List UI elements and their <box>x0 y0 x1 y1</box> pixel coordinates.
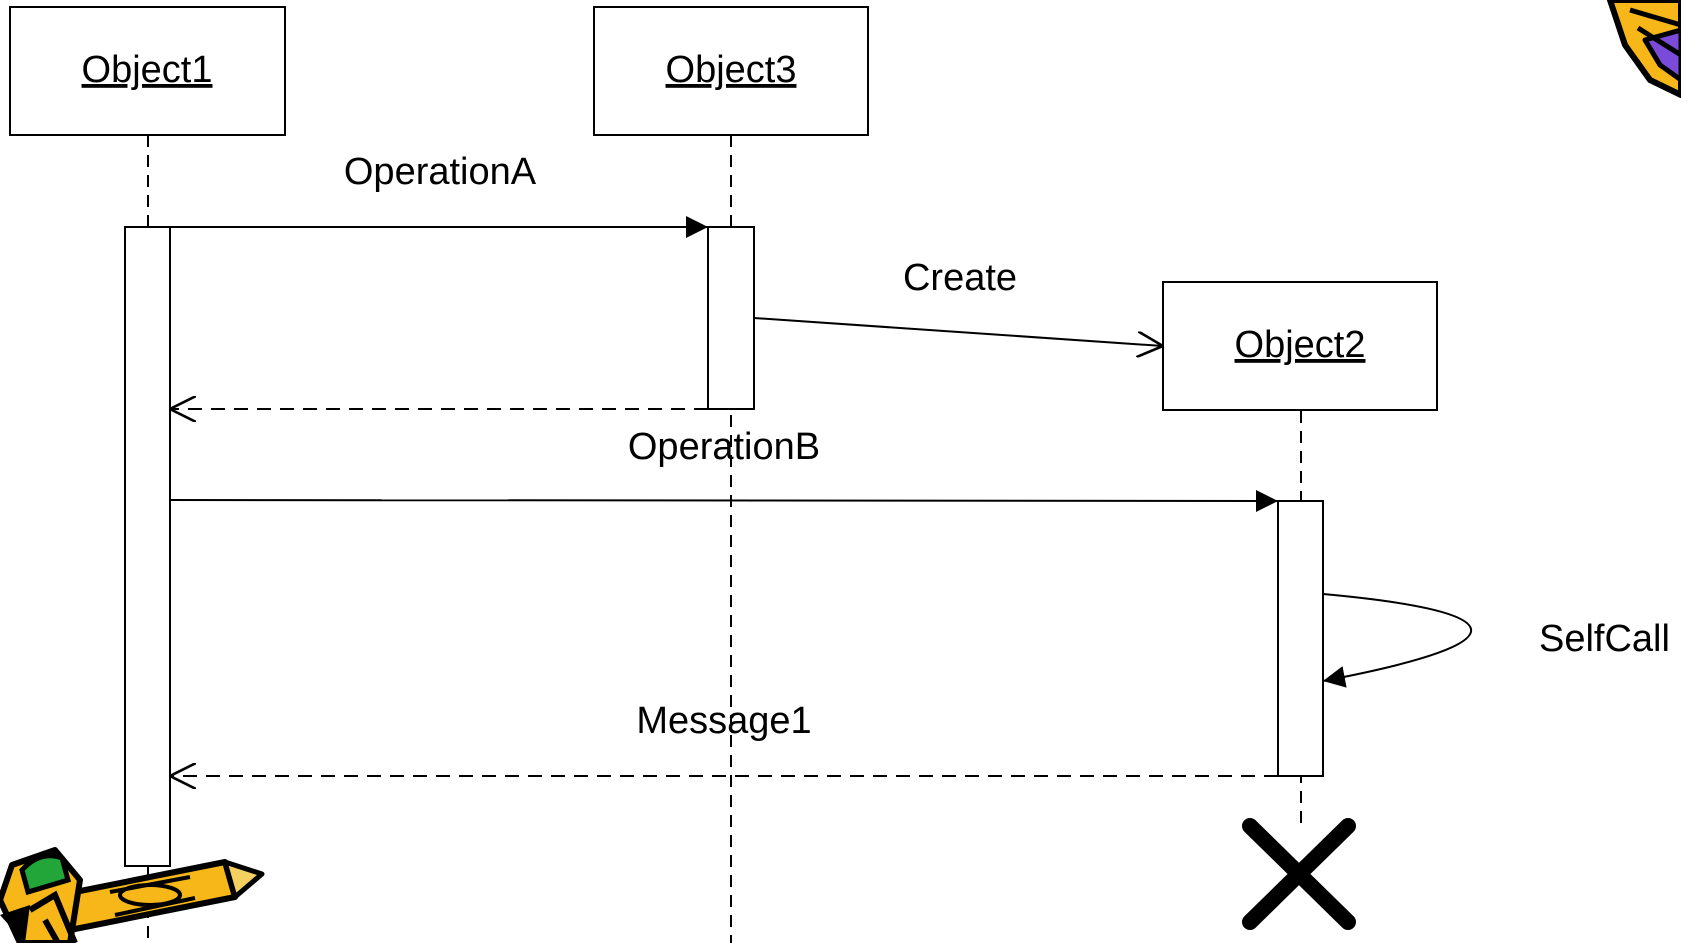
destroy-x-icon <box>1242 818 1356 930</box>
object1-label: Object1 <box>82 49 213 91</box>
message-self-call-arrow <box>1322 593 1472 688</box>
object3-label: Object3 <box>666 49 797 91</box>
message-self-call-label: SelfCall <box>1539 618 1670 660</box>
pencil-clipart-corner-icon <box>1607 0 1681 98</box>
activation-object1 <box>124 226 171 867</box>
object2-label: Object2 <box>1235 324 1366 366</box>
object3-box[interactable]: Object3 <box>593 6 869 136</box>
message-create-label: Create <box>903 257 1017 299</box>
message-create-arrow <box>753 317 1163 346</box>
activation-object2 <box>1277 500 1324 777</box>
object1-box[interactable]: Object1 <box>9 6 286 136</box>
pencil-clipart-icon <box>0 847 265 943</box>
activation-object3 <box>707 226 755 410</box>
message-operation-b-label: OperationB <box>628 426 820 468</box>
message-operation-b-arrow <box>169 489 1279 512</box>
message-1-label: Message1 <box>636 700 811 742</box>
object2-box[interactable]: Object2 <box>1162 281 1438 411</box>
message-operation-a-label: OperationA <box>344 151 537 193</box>
